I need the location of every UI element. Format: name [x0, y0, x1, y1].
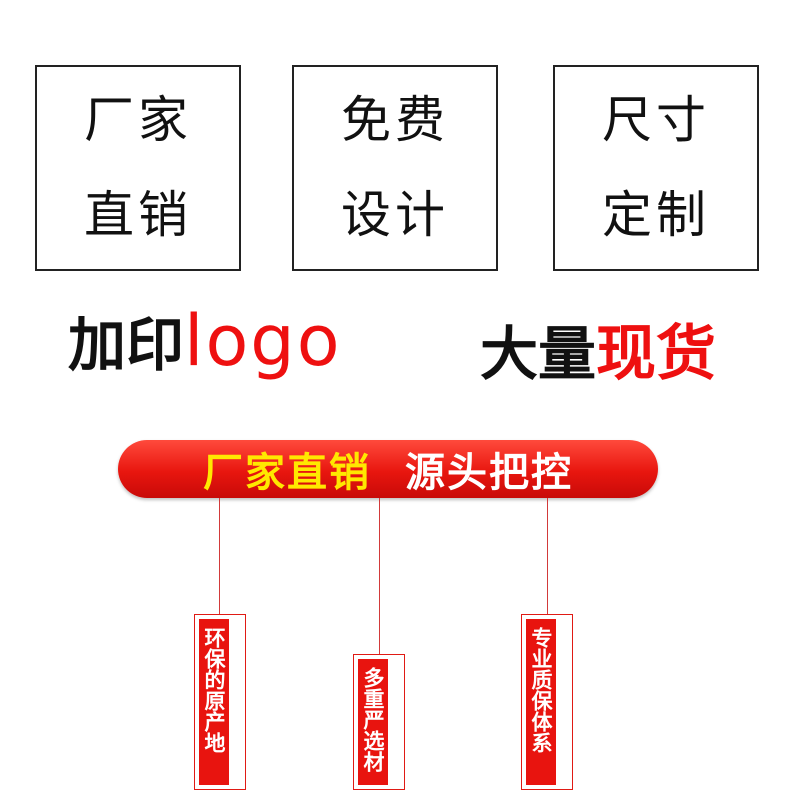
- tag-text: 多重严选材: [358, 659, 388, 785]
- slogan-large-stock: 大量现货: [480, 305, 716, 392]
- hanging-line: [379, 498, 380, 655]
- feature-line1: 厂家: [84, 91, 192, 149]
- slogan-prefix: 加印: [68, 311, 185, 379]
- tag-text: 专业质保体系: [526, 619, 556, 785]
- feature-line1: 尺寸: [602, 91, 710, 149]
- feature-box-factory-direct: 厂家 直销: [35, 65, 241, 271]
- hanging-tag-quality-system: 专业质保体系: [521, 614, 573, 790]
- banner-left-text: 厂家直销: [203, 449, 371, 496]
- hanging-line: [219, 498, 220, 615]
- feature-box-free-design: 免费 设计: [292, 65, 498, 271]
- feature-line2: 直销: [84, 186, 192, 244]
- banner-factory-source: 厂家直销 源头把控: [118, 440, 658, 498]
- feature-line2: 定制: [602, 186, 710, 244]
- feature-line1: 免费: [341, 91, 449, 149]
- slogan-highlight: 现货: [596, 319, 717, 389]
- slogan-print-logo: 加印logo: [68, 298, 342, 382]
- hanging-line: [547, 498, 548, 615]
- tag-text: 环保的原产地: [199, 619, 229, 785]
- feature-line2: 设计: [341, 186, 449, 244]
- banner-right-text: 源头把控: [405, 449, 573, 496]
- slogan-highlight: logo: [184, 300, 342, 382]
- hanging-tag-eco-origin: 环保的原产地: [194, 614, 246, 790]
- slogan-prefix: 大量: [480, 320, 597, 388]
- feature-box-custom-size: 尺寸 定制: [553, 65, 759, 271]
- hanging-tag-strict-selection: 多重严选材: [353, 654, 405, 790]
